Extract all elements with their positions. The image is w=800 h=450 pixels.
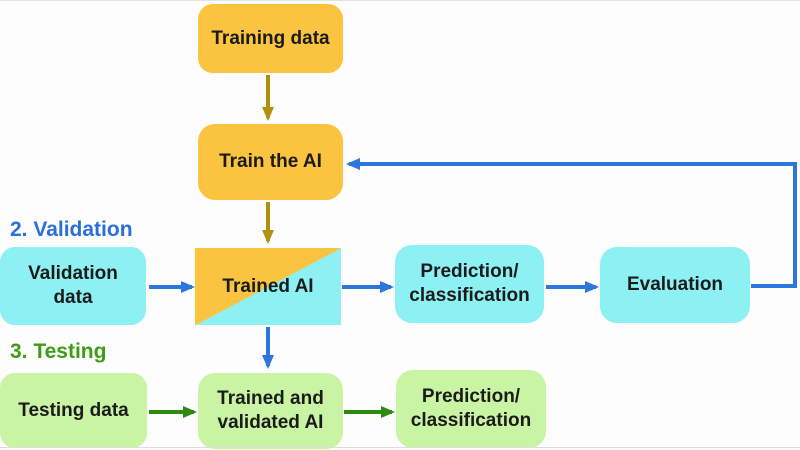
section-label-validation: 2. Validation xyxy=(10,218,133,241)
top-frame-line xyxy=(0,0,800,1)
node-trained-ai: Trained AI xyxy=(195,248,341,325)
node-trained-and-validated-ai: Trained and validated AI xyxy=(198,373,343,449)
node-prediction-classification-validation: Prediction/ classification xyxy=(395,245,544,323)
section-label-testing: 3. Testing xyxy=(10,340,107,363)
node-evaluation: Evaluation xyxy=(600,247,750,323)
node-testing-data: Testing data xyxy=(0,373,147,448)
node-training-data: Training data xyxy=(198,4,343,73)
node-prediction-classification-testing: Prediction/ classification xyxy=(396,370,546,448)
arrow-evaluation-feedback-to-trainai xyxy=(346,158,797,288)
bottom-frame-line xyxy=(0,447,800,448)
node-validation-data: Validation data xyxy=(0,247,146,325)
node-train-the-ai: Train the AI xyxy=(198,124,343,200)
